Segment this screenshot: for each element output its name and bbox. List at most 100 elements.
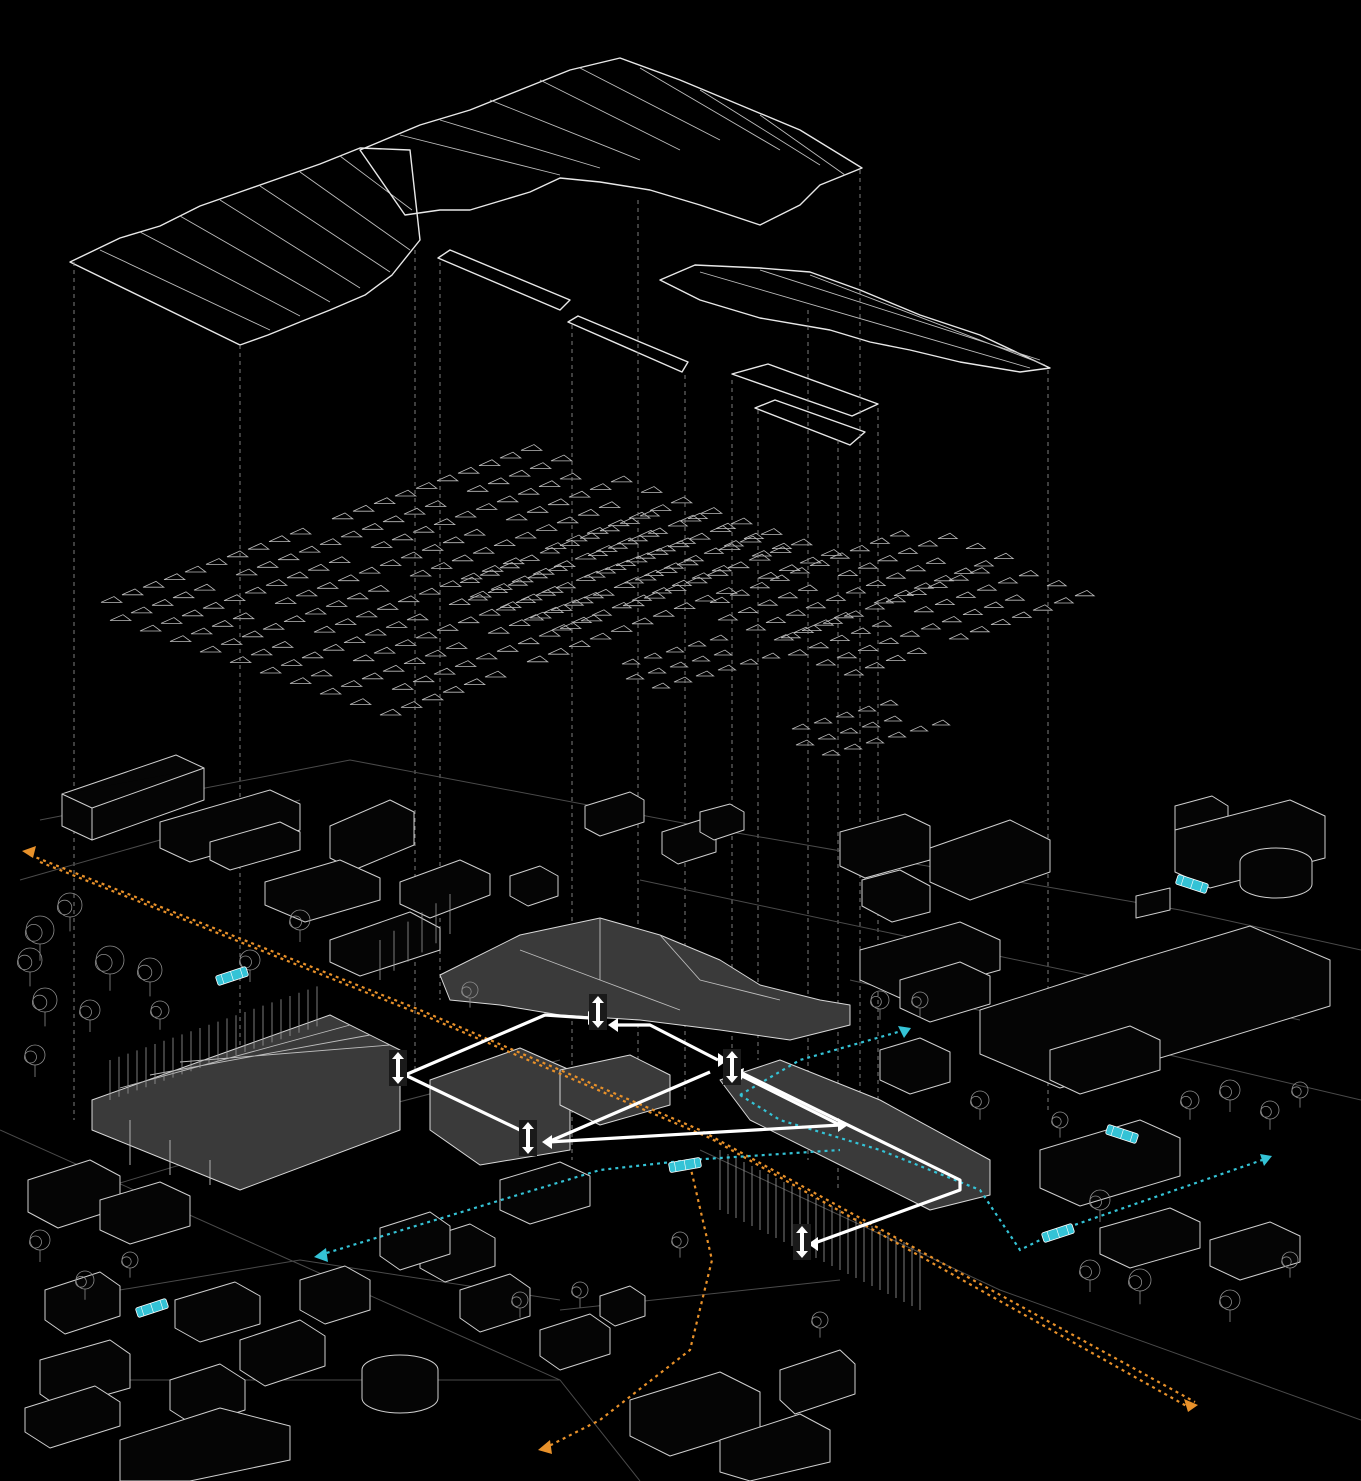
truss-module: [163, 573, 186, 580]
arrow-up-down-icon: [519, 1120, 537, 1156]
truss-module: [610, 475, 633, 483]
building: [599, 1285, 646, 1327]
tree-icon: [1281, 1251, 1299, 1278]
truss-module: [394, 489, 417, 497]
truss-module: [442, 536, 465, 544]
truss-module: [505, 513, 528, 521]
truss-module: [965, 542, 987, 549]
station-building: [559, 1054, 671, 1126]
truss-module: [229, 656, 252, 663]
building: [99, 1181, 191, 1245]
truss-module: [280, 659, 303, 666]
truss-module: [454, 510, 477, 518]
truss-module: [535, 589, 557, 596]
truss-module: [361, 672, 384, 680]
truss-module: [791, 723, 811, 730]
truss-module: [669, 661, 689, 668]
truss-module: [934, 598, 956, 605]
arrow-head-icon: [314, 1248, 328, 1262]
truss-module: [499, 451, 522, 459]
truss-module: [142, 580, 165, 588]
truss-module: [871, 620, 893, 627]
truss-module: [433, 518, 456, 525]
truss-module: [869, 537, 891, 544]
truss-module: [773, 634, 795, 641]
truss-module: [885, 572, 907, 579]
truss-module: [833, 611, 855, 619]
truss-module: [274, 597, 297, 604]
tree-icon: [1260, 1100, 1280, 1130]
truss-module: [647, 527, 669, 534]
truss-module: [298, 545, 321, 553]
tree-icon: [1128, 1268, 1152, 1305]
truss-module: [599, 524, 621, 532]
truss-module: [571, 596, 594, 604]
truss-module: [709, 596, 731, 603]
truss-module: [289, 677, 312, 684]
truss-module: [621, 658, 641, 665]
truss-module: [673, 676, 693, 683]
building: [699, 803, 745, 841]
truss-module: [499, 561, 521, 569]
tree-icon: [811, 1311, 829, 1338]
tree-icon: [1051, 1111, 1069, 1138]
truss-module: [789, 567, 811, 574]
truss-module: [555, 581, 577, 589]
truss-module: [370, 541, 393, 548]
roof-plate-east: [659, 264, 1051, 373]
truss-module: [683, 554, 705, 562]
truss-module: [523, 614, 545, 621]
truss-module: [463, 528, 486, 536]
truss-module: [879, 699, 899, 706]
truss-module: [424, 500, 447, 507]
truss-module: [611, 601, 633, 609]
truss-module: [757, 599, 779, 606]
truss-module: [397, 595, 420, 603]
vegetation: [17, 892, 1309, 1338]
truss-module: [861, 721, 881, 728]
truss-module: [663, 562, 685, 569]
truss-module: [883, 715, 903, 722]
truss-module: [283, 615, 306, 622]
truss-module: [355, 610, 378, 618]
truss-module: [334, 618, 357, 625]
truss-module: [400, 551, 423, 559]
site-buildings: [24, 754, 1331, 1481]
truss-module: [997, 577, 1019, 584]
truss-module: [382, 664, 405, 672]
truss-module: [467, 594, 489, 601]
truss-module: [551, 624, 573, 631]
truss-module: [905, 564, 927, 572]
truss-module: [864, 661, 886, 669]
truss-module: [563, 599, 585, 606]
truss-module: [849, 544, 871, 552]
truss-module: [651, 682, 671, 689]
truss-module: [809, 559, 831, 566]
truss-module: [151, 598, 175, 606]
truss-module: [256, 560, 279, 568]
truss-module: [337, 574, 360, 582]
truss-module: [583, 591, 605, 599]
truss-module: [647, 667, 667, 674]
truss-module: [193, 583, 216, 591]
building: [539, 1313, 611, 1371]
truss-module: [711, 564, 733, 572]
tree-icon: [1079, 1259, 1101, 1292]
tree-icon: [31, 987, 58, 1027]
tree-icon: [29, 1229, 51, 1262]
truss-module: [808, 641, 830, 649]
truss-module: [718, 543, 741, 550]
truss-module: [460, 572, 483, 580]
truss-module: [969, 625, 991, 633]
truss-module: [373, 646, 396, 654]
truss-module: [478, 459, 501, 466]
truss-module: [526, 655, 549, 663]
arrow-head-icon: [538, 1440, 552, 1454]
tree-icon: [1219, 1079, 1241, 1112]
truss-module: [933, 574, 955, 582]
building: [329, 799, 415, 871]
truss-module: [687, 512, 709, 519]
truss-module: [550, 454, 573, 462]
truss-module: [391, 682, 414, 690]
building: [174, 1281, 261, 1343]
